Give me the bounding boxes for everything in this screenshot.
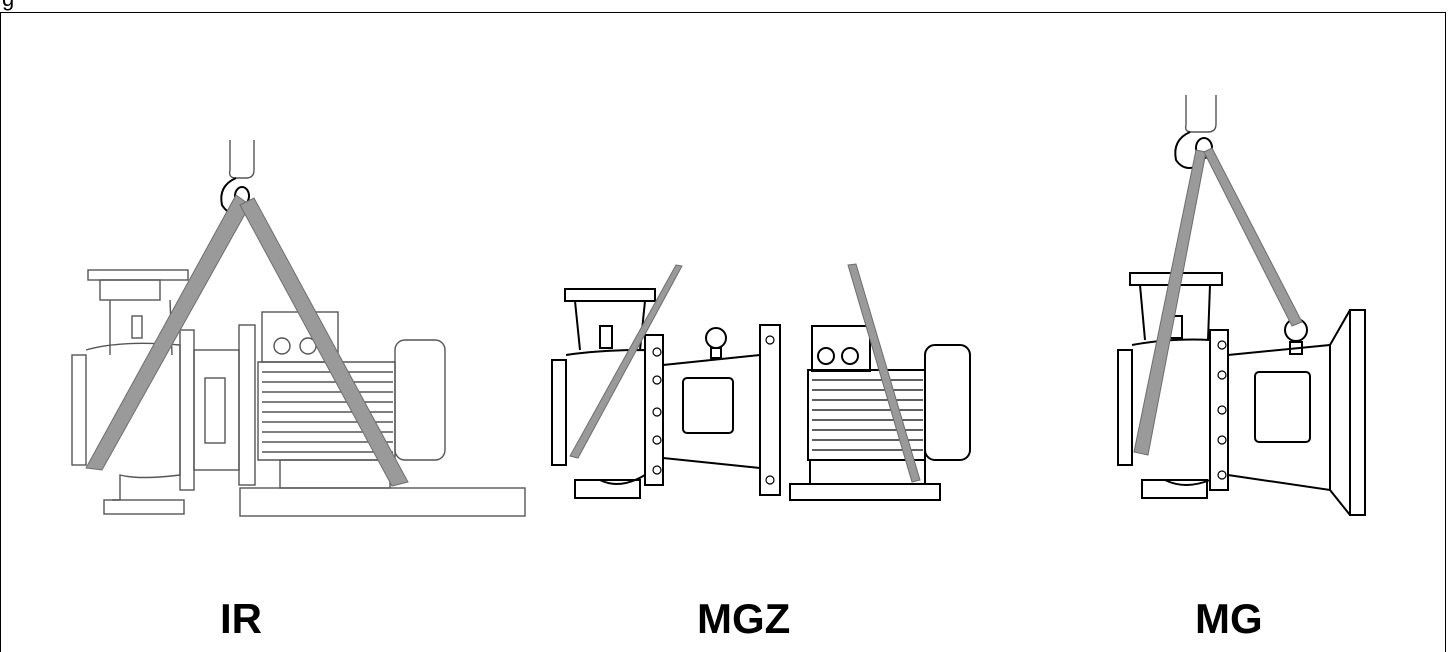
pump-mgz-drawing	[551, 263, 971, 501]
strap-ir-left	[85, 194, 251, 471]
strap-mg-right	[1203, 147, 1303, 327]
caption-fragment: g	[2, 0, 14, 11]
pump-label-mg: MG	[1195, 595, 1263, 642]
pump-mg-drawing	[1117, 95, 1366, 516]
strap-mgz-left	[569, 264, 683, 459]
figure-frame	[0, 12, 1446, 652]
strap-mgz-right	[847, 263, 921, 483]
cut-off-caption: g	[0, 0, 1448, 12]
pump-label-mgz: MGZ	[697, 595, 791, 642]
pump-ir-drawing	[71, 140, 526, 517]
strap-ir-right	[239, 197, 409, 487]
strap-mg-left	[1133, 149, 1207, 456]
pump-label-ir: IR	[220, 595, 262, 642]
